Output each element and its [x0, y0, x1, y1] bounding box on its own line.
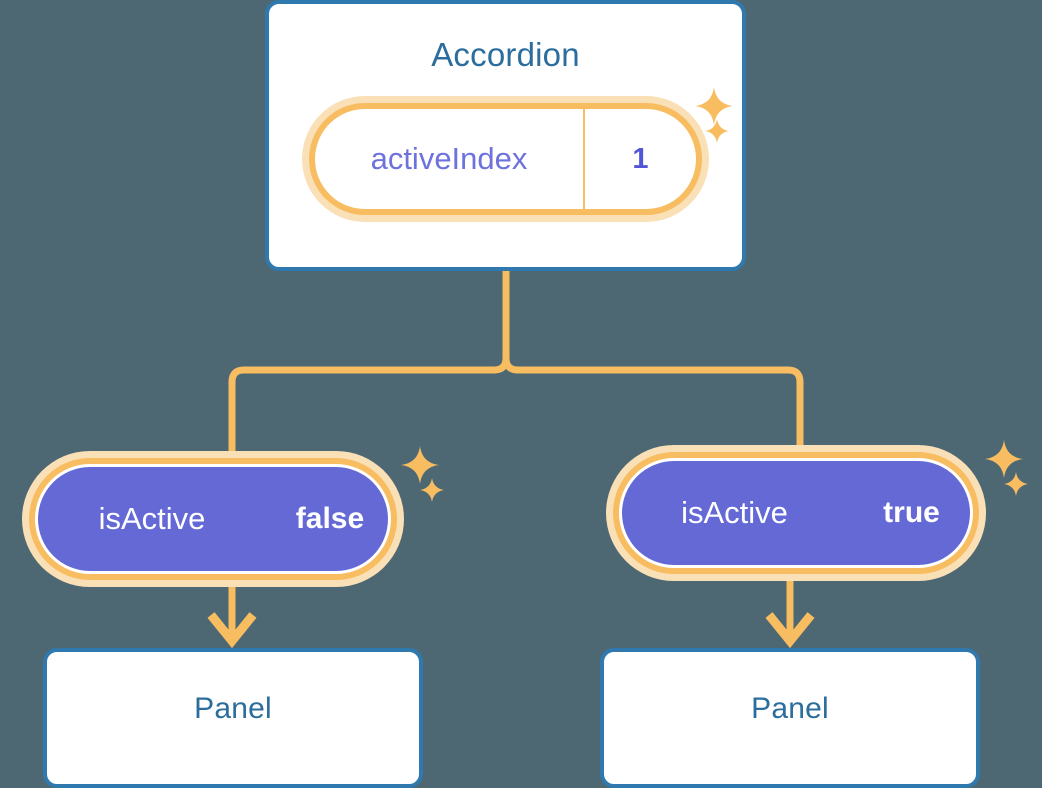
state-pill-divider [583, 109, 585, 209]
prop-pill-value: true [883, 496, 940, 529]
state-pill-name: activeIndex [370, 141, 528, 176]
prop-pill-value: false [295, 502, 365, 535]
prop-pill-is-active-false[interactable]: isActive false [29, 458, 397, 580]
sparkle-small-icon [419, 477, 445, 503]
panel-card-title: Panel [194, 692, 272, 725]
panel-component-card-right[interactable]: Panel [600, 648, 980, 788]
prop-pill-body: isActive true [622, 461, 970, 565]
sparkle-large-icon [400, 445, 440, 485]
connector-branch-right [502, 354, 804, 454]
prop-pill-is-active-true[interactable]: isActive true [613, 452, 979, 574]
sparkle-large-icon [984, 439, 1024, 479]
state-pill-value: 1 [632, 142, 649, 175]
arrow-head-left-icon [207, 612, 257, 649]
connector-branch-left [228, 354, 510, 459]
prop-pill-name: isActive [98, 501, 206, 536]
sparkle-small-icon [1003, 471, 1029, 497]
prop-pill-body: isActive false [38, 467, 388, 571]
panel-card-title: Panel [751, 692, 829, 725]
panel-component-card-left[interactable]: Panel [43, 648, 423, 788]
arrow-head-right-icon [765, 612, 815, 649]
accordion-card-title: Accordion [431, 36, 580, 73]
state-pill-active-index[interactable]: activeIndex 1 [309, 103, 702, 215]
diagram-canvas: Accordion activeIndex 1 isActive false [29, 0, 1029, 788]
prop-pill-name: isActive [681, 495, 788, 530]
